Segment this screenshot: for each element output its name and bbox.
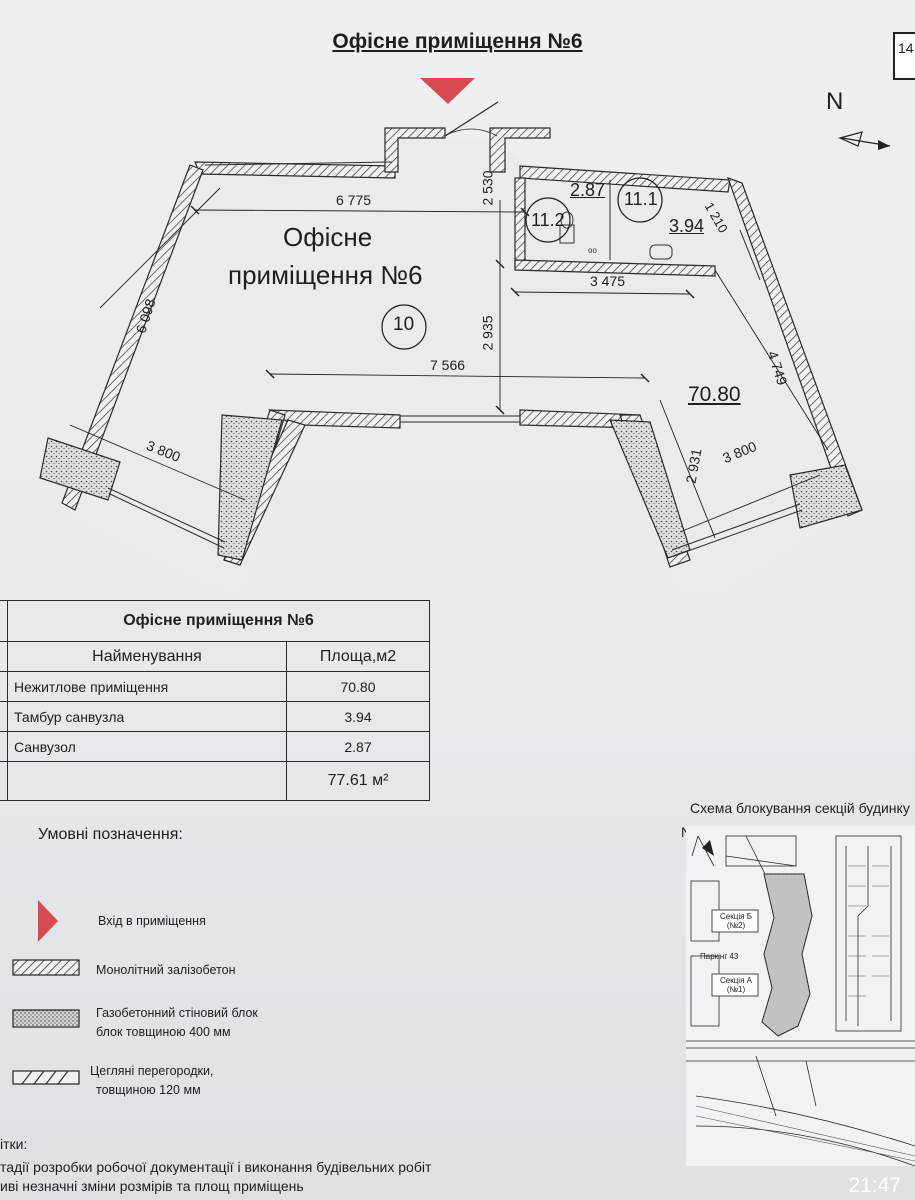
table-row: Тамбур санвузла 3.94 (0, 701, 430, 732)
north-label: N (826, 88, 844, 115)
legend-gas-block-line2: блок товщиною 400 мм (96, 1025, 231, 1039)
wc-area-label: 2.87 (570, 180, 606, 200)
brick-legend-icon (12, 1070, 80, 1085)
wc-room-number: 11.2 (531, 210, 565, 230)
room-number: 10 (393, 314, 415, 335)
vestibule-room-number: 11.1 (624, 189, 658, 209)
room-name-line1: Офісне (283, 222, 373, 252)
notes-line2: иві незначні зміни розмірів та площ прим… (0, 1178, 304, 1194)
table-total-row: 77.61 м² (0, 761, 430, 801)
table-row: Санвузол 2.87 (0, 731, 430, 762)
table-title: Офісне приміщення №6 (7, 600, 430, 642)
total-area: 77.61 м² (286, 761, 430, 801)
area-table: Офісне приміщення №6 Найменування Площа,… (0, 600, 430, 801)
schema-section-a: Секція А (№1) (720, 976, 752, 994)
main-area-label: 70.80 (688, 383, 741, 406)
legend-brick-line2: товщиною 120 мм (96, 1083, 201, 1097)
row-area: 2.87 (286, 731, 430, 762)
legend-brick-line1: Цегляні перегородки, (90, 1064, 214, 1078)
gas-block-legend-icon (12, 1009, 80, 1028)
legend-monolith: Монолітний залізобетон (96, 963, 236, 977)
page-number: 14 (893, 32, 915, 80)
dim-vert-top: 2 530 (479, 170, 496, 206)
col-header-name: Найменування (7, 641, 287, 672)
row-name: Тамбур санвузла (7, 701, 287, 732)
monolith-legend-icon (12, 959, 80, 976)
dim-top: 6 775 (336, 192, 372, 208)
dim-middle: 7 566 (430, 357, 466, 373)
vestibule-area-label: 3.94 (669, 216, 705, 236)
legend-gas-block-line1: Газобетонний стіновий блок (96, 1006, 258, 1020)
entrance-marker-icon (420, 78, 475, 104)
legend-entrance: Вхід в приміщення (98, 914, 206, 928)
entrance-legend-icon (38, 900, 58, 942)
row-area: 3.94 (286, 701, 430, 732)
dim-vert-mid: 2 935 (479, 315, 496, 351)
page-title: Офісне приміщення №6 (332, 30, 583, 53)
dim-wc-width: 3 475 (590, 273, 626, 289)
table-corner-cell (0, 600, 8, 642)
site-schema-map (686, 826, 915, 1166)
north-arrow-icon (838, 131, 891, 150)
schema-parking-label: Паркінг 43 (700, 952, 739, 961)
col-header-area: Площа,м2 (286, 641, 430, 672)
room-name-line2: приміщення №6 (228, 260, 423, 290)
notes-heading: ітки: (0, 1136, 28, 1152)
row-name: Санвузол (7, 731, 287, 762)
schema-title: Схема блокування секцій будинку (690, 800, 910, 816)
notes-line1: тадії розробки робочої документації і ви… (0, 1159, 432, 1175)
svg-text:oo: oo (588, 246, 597, 255)
status-clock: 21:47 (848, 1174, 901, 1197)
legend-title: Умовні позначення: (38, 826, 183, 843)
floor-plan: oo (39, 78, 863, 590)
notes-block: ітки: тадії розробки робочої документаці… (0, 1135, 431, 1196)
row-area: 70.80 (286, 671, 430, 702)
row-name: Нежитлове приміщення (7, 671, 287, 702)
schema-section-b: Секція Б (№2) (720, 912, 752, 930)
table-row: Нежитлове приміщення 70.80 (0, 671, 430, 702)
